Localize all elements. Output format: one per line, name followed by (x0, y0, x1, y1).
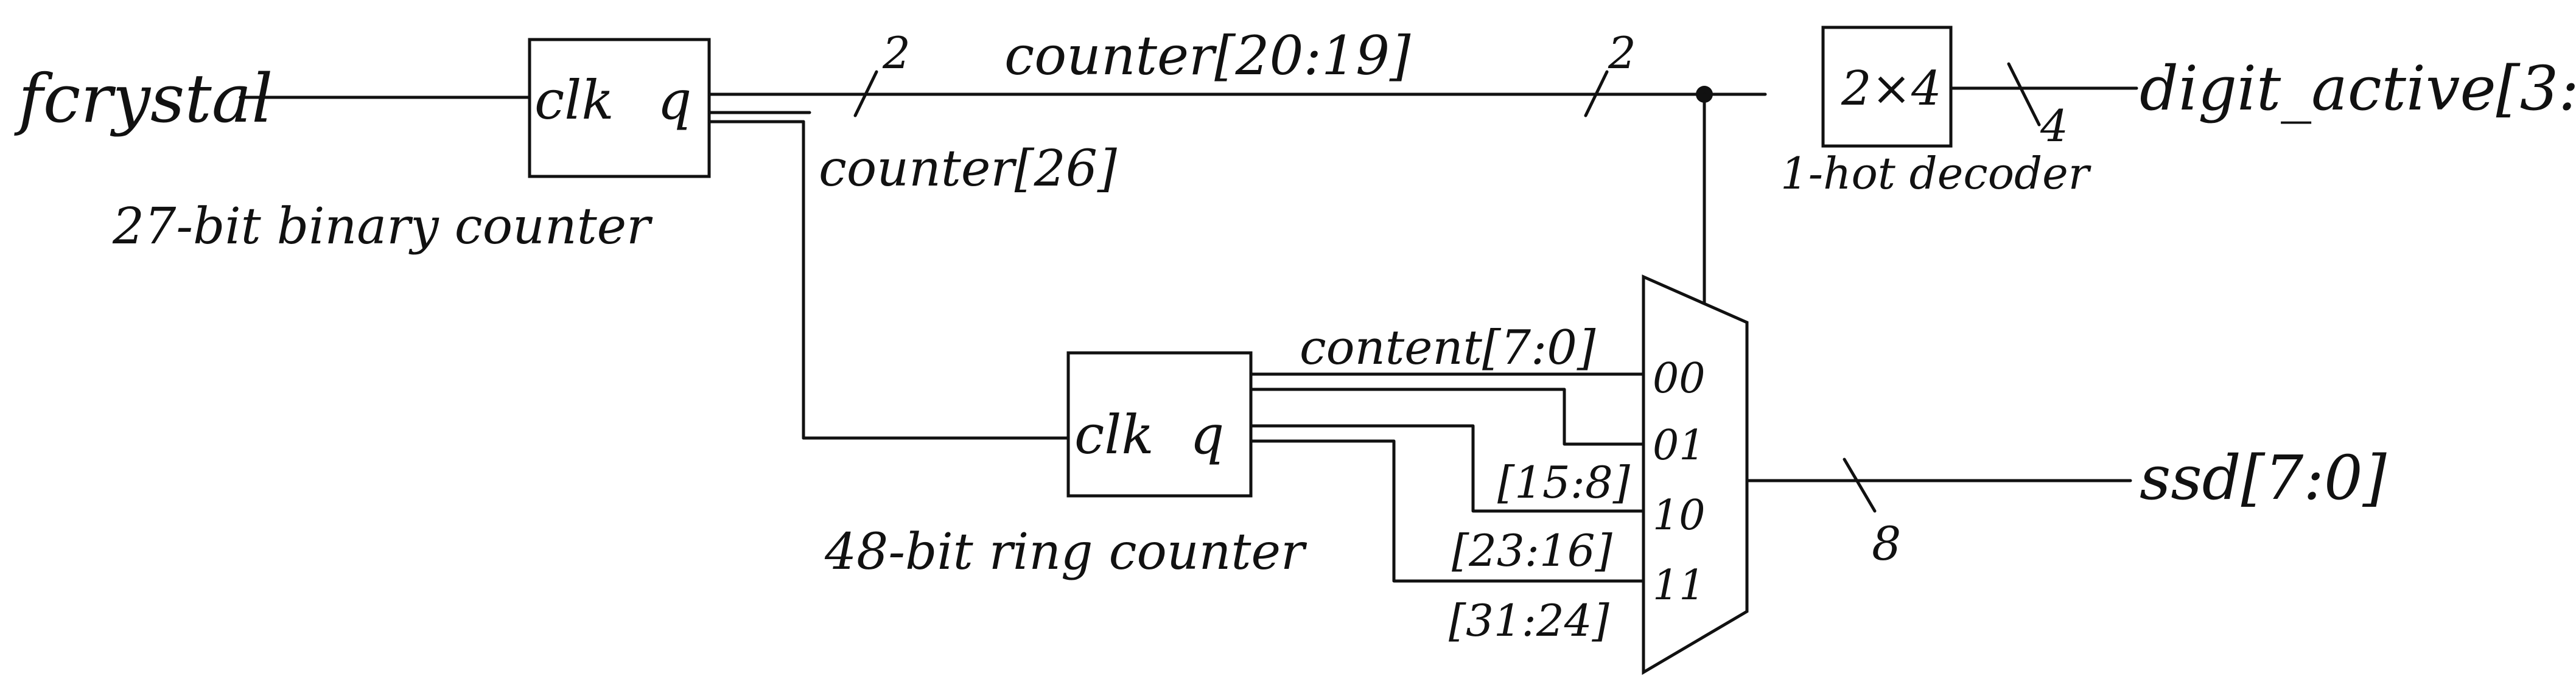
ring-counter-block (1066, 351, 1253, 498)
ssd-label: ssd[7:0] (2140, 442, 2387, 513)
mux-in-00-source: content[7:0] (1300, 321, 1596, 375)
mux-select-11: 11 (1653, 562, 1706, 610)
mux-in-01-wire (1249, 388, 1645, 446)
ring-counter-clk-port: clk (1074, 403, 1154, 466)
mux-out-slash (1843, 458, 1877, 513)
select-bus-slash-1 (853, 70, 878, 117)
decoder-inner-label: 2×4 (1841, 61, 1942, 116)
ring-counter-q-port: q (1190, 403, 1224, 466)
counter-select-label: counter[20:19] (1004, 24, 1411, 87)
select-bus-slash-2 (1584, 70, 1609, 117)
mux-select-00: 00 (1653, 355, 1706, 403)
mux-in-11-source: [31:24] (1449, 595, 1610, 646)
decoder-caption: 1-hot decoder (1780, 148, 2091, 199)
mux-block (1642, 274, 1749, 675)
binary-counter-clk-port: clk (534, 69, 614, 131)
decoder-out-width: 4 (2040, 100, 2068, 151)
digit-active-label: digit_active[3:0] (2140, 53, 2576, 124)
select-bus-width-2: 2 (1608, 27, 1636, 78)
mux-select-10: 10 (1653, 492, 1706, 540)
binary-counter-q-port: q (657, 69, 691, 131)
counter-msb-label: counter[26] (819, 140, 1118, 198)
ring-counter-caption: 48-bit ring counter (824, 523, 1307, 581)
mux-in-01-source: [15:8] (1497, 457, 1631, 508)
select-bus-width-1: 2 (882, 27, 911, 78)
mux-out-width: 8 (1872, 517, 1901, 571)
mux-in-10-source: [23:16] (1452, 525, 1613, 576)
binary-counter-block (528, 38, 711, 178)
decoder-out-slash (2007, 62, 2041, 127)
fcrystal-label: fcrystal (14, 60, 273, 137)
mux-in-11-wire (1249, 439, 1645, 583)
mux-in-10-wire (1249, 424, 1645, 513)
mux-select-01: 01 (1653, 422, 1706, 470)
binary-counter-caption: 27-bit binary counter (112, 198, 653, 256)
